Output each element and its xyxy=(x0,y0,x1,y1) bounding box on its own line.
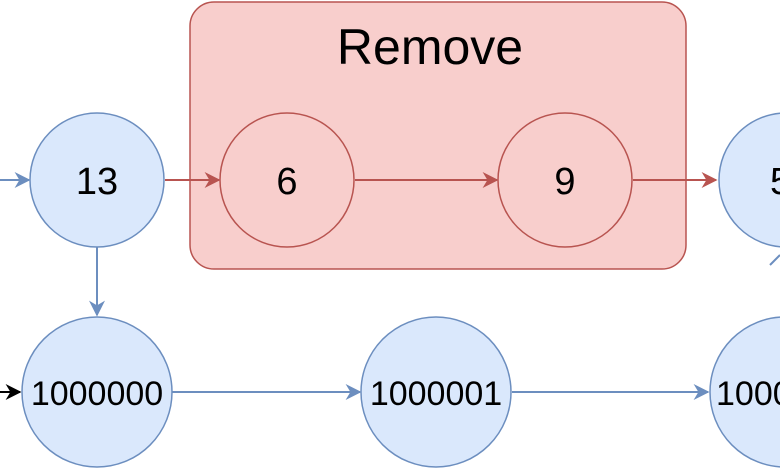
node-partial-bottom-label: 1000002 xyxy=(716,375,780,413)
node-1000000-label: 1000000 xyxy=(31,375,163,413)
node-13-label: 13 xyxy=(76,161,118,203)
node-partial-bottom xyxy=(709,316,780,468)
node-6-label: 6 xyxy=(276,161,297,203)
node-6 xyxy=(219,112,355,248)
node-1000001 xyxy=(360,316,512,468)
remove-group-label: Remove xyxy=(337,19,523,75)
node-5-label: 5 xyxy=(770,161,780,203)
node-5-partial xyxy=(718,112,780,248)
node-13 xyxy=(29,112,165,248)
partial-incoming-arrow-5 xyxy=(769,254,780,266)
node-1000001-label: 1000001 xyxy=(370,375,502,413)
node-9-label: 9 xyxy=(554,161,575,203)
node-9 xyxy=(497,112,633,248)
node-1000000 xyxy=(21,316,173,468)
